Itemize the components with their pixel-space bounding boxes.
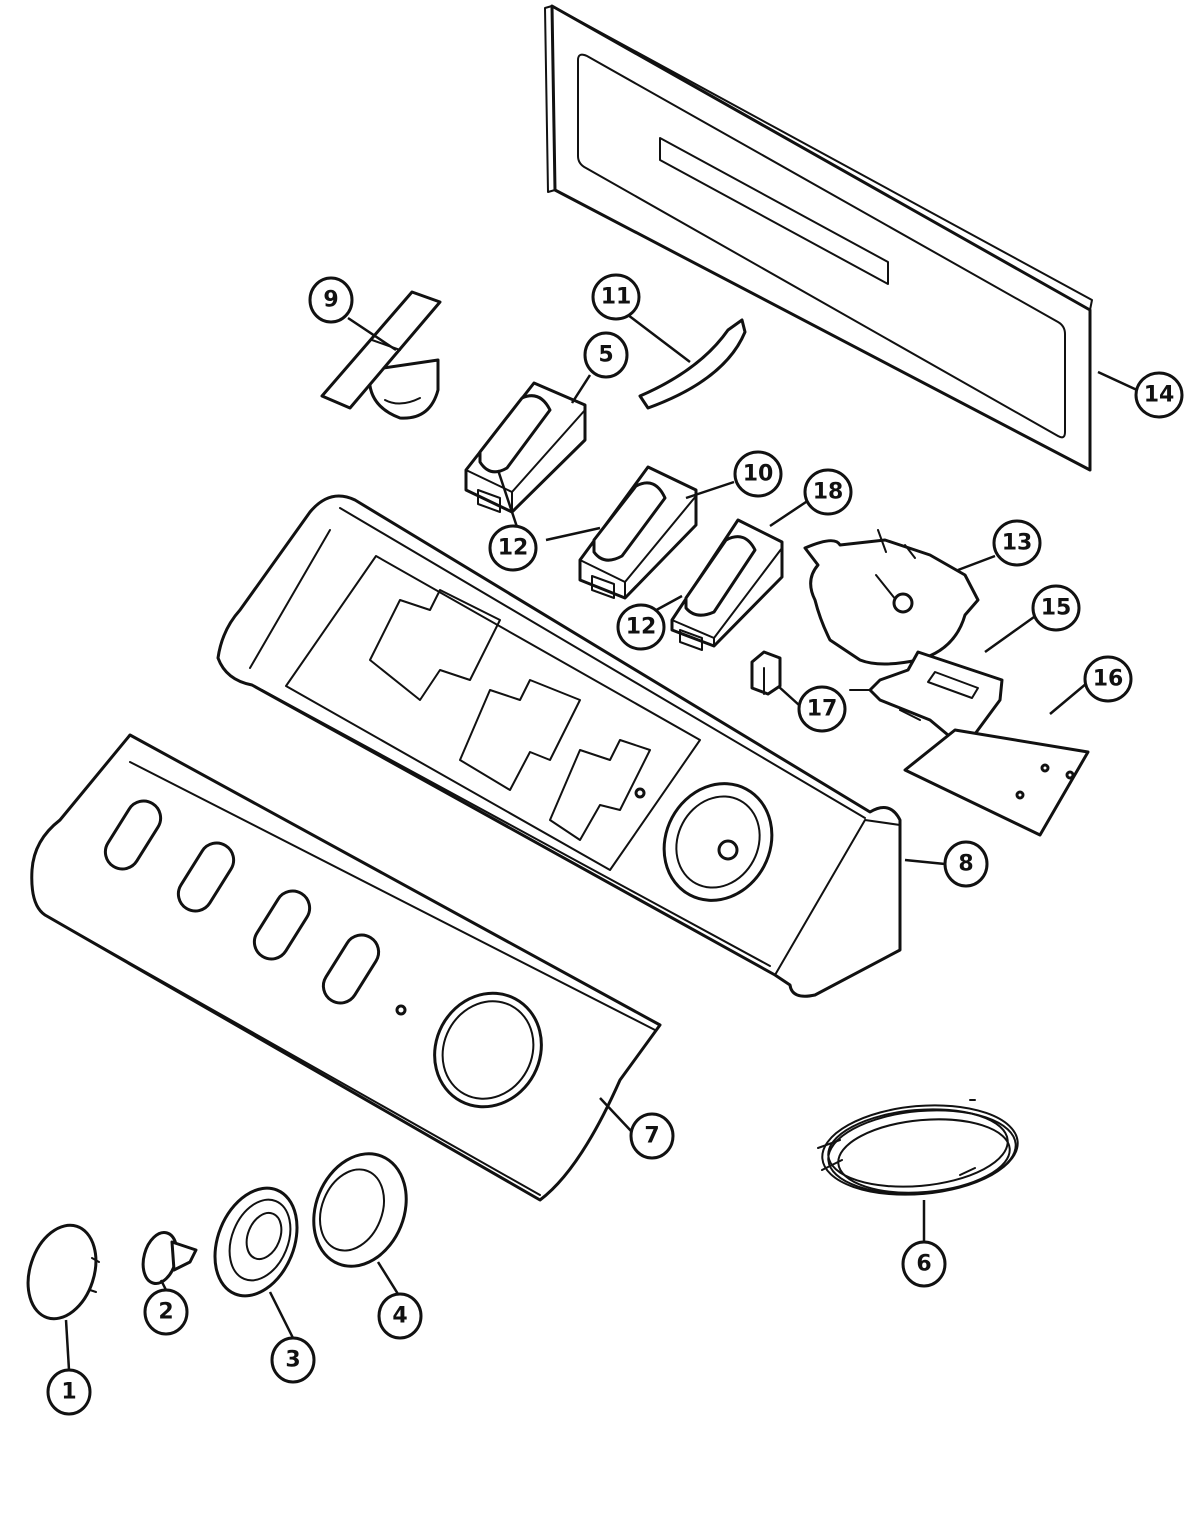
part-8-console-housing (216, 494, 902, 998)
callout-5: 5 (583, 331, 629, 379)
part-17-connector (750, 650, 782, 696)
part-6-wire-harness (817, 1099, 1019, 1196)
svg-text:16: 16 (1093, 667, 1124, 692)
svg-text:14: 14 (1144, 383, 1175, 408)
svg-text:1: 1 (61, 1380, 76, 1405)
leader-lines (64, 314, 1138, 1371)
svg-text:8: 8 (958, 852, 973, 877)
callout-9: 9 (308, 276, 354, 324)
part-3-knob (213, 1186, 299, 1298)
callout-4: 4 (377, 1292, 423, 1340)
svg-text:4: 4 (392, 1304, 407, 1329)
svg-text:7: 7 (644, 1124, 659, 1149)
svg-text:15: 15 (1041, 596, 1072, 621)
callout-8: 8 (943, 840, 989, 888)
part-18-switch (670, 518, 784, 651)
part-9-knob-bracket (320, 290, 442, 420)
callout-13: 13 (992, 519, 1042, 567)
part-16-plate (903, 728, 1090, 837)
part-5-switch (464, 381, 587, 514)
part-2-knob-insert (141, 1231, 198, 1285)
callout-6: 6 (901, 1240, 947, 1288)
part-13-timer (803, 529, 980, 666)
svg-text:17: 17 (807, 697, 838, 722)
svg-text:12: 12 (498, 536, 529, 561)
svg-text:18: 18 (813, 480, 844, 505)
svg-text:6: 6 (916, 1252, 931, 1277)
svg-text:11: 11 (601, 285, 632, 310)
svg-text:12: 12 (626, 615, 657, 640)
callout-15: 15 (1031, 584, 1081, 632)
part-15-bracket (849, 650, 1004, 750)
part-10-switch (578, 465, 698, 600)
callout-7: 7 (629, 1112, 675, 1160)
callout-1: 1 (46, 1368, 92, 1416)
svg-text:13: 13 (1002, 531, 1033, 556)
callout-14: 14 (1134, 371, 1184, 419)
callout-17: 17 (797, 685, 847, 733)
callout-10: 10 (733, 450, 783, 498)
callout-2: 2 (143, 1288, 189, 1336)
part-7-front-panel (30, 733, 662, 1202)
callout-16: 16 (1083, 655, 1133, 703)
callout-12a: 12 (488, 524, 538, 572)
callout-11: 11 (591, 273, 641, 321)
part-14-backguard-panel (544, 4, 1093, 472)
svg-text:2: 2 (158, 1300, 173, 1325)
callout-12b: 12 (616, 603, 666, 651)
svg-text:5: 5 (598, 343, 613, 368)
svg-text:10: 10 (743, 462, 774, 487)
callouts: 1 2 3 4 5 6 7 8 (46, 273, 1184, 1416)
part-1-knob-cap (26, 1223, 100, 1321)
svg-text:3: 3 (285, 1348, 300, 1373)
callout-18: 18 (803, 468, 853, 516)
callout-3: 3 (270, 1336, 316, 1384)
part-4-bezel-ring (312, 1152, 408, 1268)
part-11-hose (638, 318, 747, 410)
svg-text:9: 9 (323, 288, 338, 313)
